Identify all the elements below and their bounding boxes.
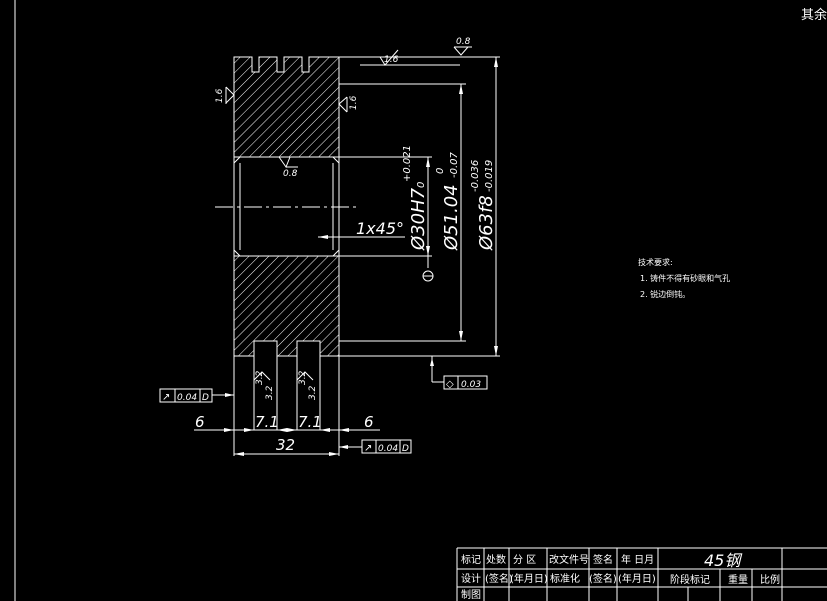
rough-inner-symbol [338,96,348,113]
rough-left-text: 1.6 [215,88,225,103]
tb-r1-c4: 改文件号 [549,553,589,566]
gdt-left-symbol: ↗ [162,392,170,403]
bore-tol-upper: +0.021 [402,145,413,182]
arrow-c [277,428,287,432]
total-arrow-r [329,452,339,456]
rough-right-symbol [453,46,469,56]
tb-r2-c2: (签名) [485,572,513,585]
tb-stage: 阶段标记 [670,573,710,586]
gdt-left-value: 0.04 [177,393,197,403]
mid-tol-upper: 0 [435,168,446,174]
bore-chamfer-left-bot [233,249,241,257]
arrow-b [244,428,254,432]
gdt-runout-left: ↗ 0.04 D [159,388,234,403]
gdt-cyl-symbol: ◇ [446,379,454,390]
gdt-left-datum: D [202,393,209,403]
tech-item-1: 1. 铸件不得有砂眼和气孔 [640,273,730,283]
gdt-cylindricity: ◇ 0.03 [430,356,488,390]
rough-top-text: 1.6 [384,55,399,65]
dim-groove2: 7.1 [298,413,322,431]
outer-arrow-top [494,57,498,67]
gdt-runout-right: ↗ 0.04 D [339,439,412,454]
title-block [456,547,827,601]
rough-bore-symbol [278,156,291,169]
gdt-cyl-value: 0.03 [461,380,481,390]
bore-arrow-top [426,157,430,167]
tb-r1-c2: 处数 [486,553,506,566]
rough-left-symbol [225,86,235,104]
tb-r2-c6: (年月日) [618,572,656,585]
rough-groove1-symbol [253,371,271,381]
mid-tol-lower: -0.07 [449,151,460,178]
roughness-symbols: 1.6 0.8 1.6 1.6 0.8 3.2 3.2 3.2 3.2 [215,37,472,400]
bore-chamfer-right-top [332,156,340,164]
gdt-right-symbol: ↗ [364,443,372,454]
rough-groove2a-text: 3.2 [298,370,308,385]
arrow-d [287,428,297,432]
rough-bore-text: 0.8 [283,169,298,179]
title-block-text: 标记 处数 分 区 改文件号 签名 年 日月 设计 (签名) (年月日) 标准化… [461,551,780,601]
dim-right-offset: 6 [364,413,374,431]
tech-requirements: 技术要求: 1. 铸件不得有砂眼和气孔 2. 锐边倒钝。 [638,257,730,299]
tb-r1-c1: 标记 [461,554,481,566]
gdt-right-datum: D [402,444,409,454]
chamfer-arrow [318,235,328,239]
bore-tol-lower: 0 [416,182,427,188]
rough-top-symbol [379,49,399,66]
tb-r2-c4: 标准化 [550,572,580,585]
bore-arrow-bot [426,246,430,256]
bore-chamfer-left-top [233,156,241,164]
tb-r2-c5: (签名) [589,572,617,585]
corner-note: 其余 [801,7,827,23]
tb-r1-c5: 签名 [593,553,613,566]
total-arrow-l [234,452,244,456]
dim-total: 32 [276,436,295,454]
diameter-dimensions: Ø30H7 +0.021 0 Ø51.04 0 -0.07 Ø63f8 -0.0… [339,56,500,357]
tb-material: 45钢 [704,551,742,570]
rough-groove2-symbol [296,371,314,381]
outer-tol-lower: -0.019 [484,160,495,192]
tech-title: 技术要求: [638,257,673,267]
rough-groove2b-text: 3.2 [308,385,318,400]
chamfer-callout: 1x45° [318,219,405,239]
rough-groove1b-text: 3.2 [265,385,275,400]
tb-r3-c1: 制图 [461,588,481,601]
dim-left-offset: 6 [195,413,205,431]
outer-dim-text: Ø63f8 [476,195,497,251]
arrow-e [320,428,330,432]
gdt-right-value: 0.04 [378,444,398,454]
outer-arrow-bot [494,346,498,356]
bore-chamfer-right-bot [332,249,340,257]
rough-right-text: 0.8 [456,37,471,47]
width-dimensions: 6 7.1 7.1 6 32 [194,413,380,456]
tb-r2-c3: (年月日) [510,572,548,585]
outer-tol-upper: -0.036 [470,160,481,192]
rough-groove1a-text: 3.2 [255,370,265,385]
chamfer-text: 1x45° [356,219,404,238]
rough-inner-text: 1.6 [349,95,359,110]
tb-r1-c6: 年 日月 [621,553,654,566]
arrow-a [224,428,234,432]
tb-weight: 重量 [728,573,748,586]
tb-r2-c1: 设计 [461,572,481,585]
lower-hatched-section [233,255,340,357]
tb-scale: 比例 [760,573,780,586]
bore-dim-text: Ø30H7 [408,187,429,251]
mid-arrow-bot [459,331,463,341]
dim-groove1: 7.1 [255,413,279,431]
mid-arrow-top [459,84,463,94]
arrow-f [339,428,349,432]
tb-r1-c3: 分 区 [513,554,536,566]
part-section [233,56,340,456]
tech-item-2: 2. 锐边倒钝。 [640,289,690,299]
mid-dim-text: Ø51.04 [441,184,462,251]
upper-hatched-section [233,56,340,158]
